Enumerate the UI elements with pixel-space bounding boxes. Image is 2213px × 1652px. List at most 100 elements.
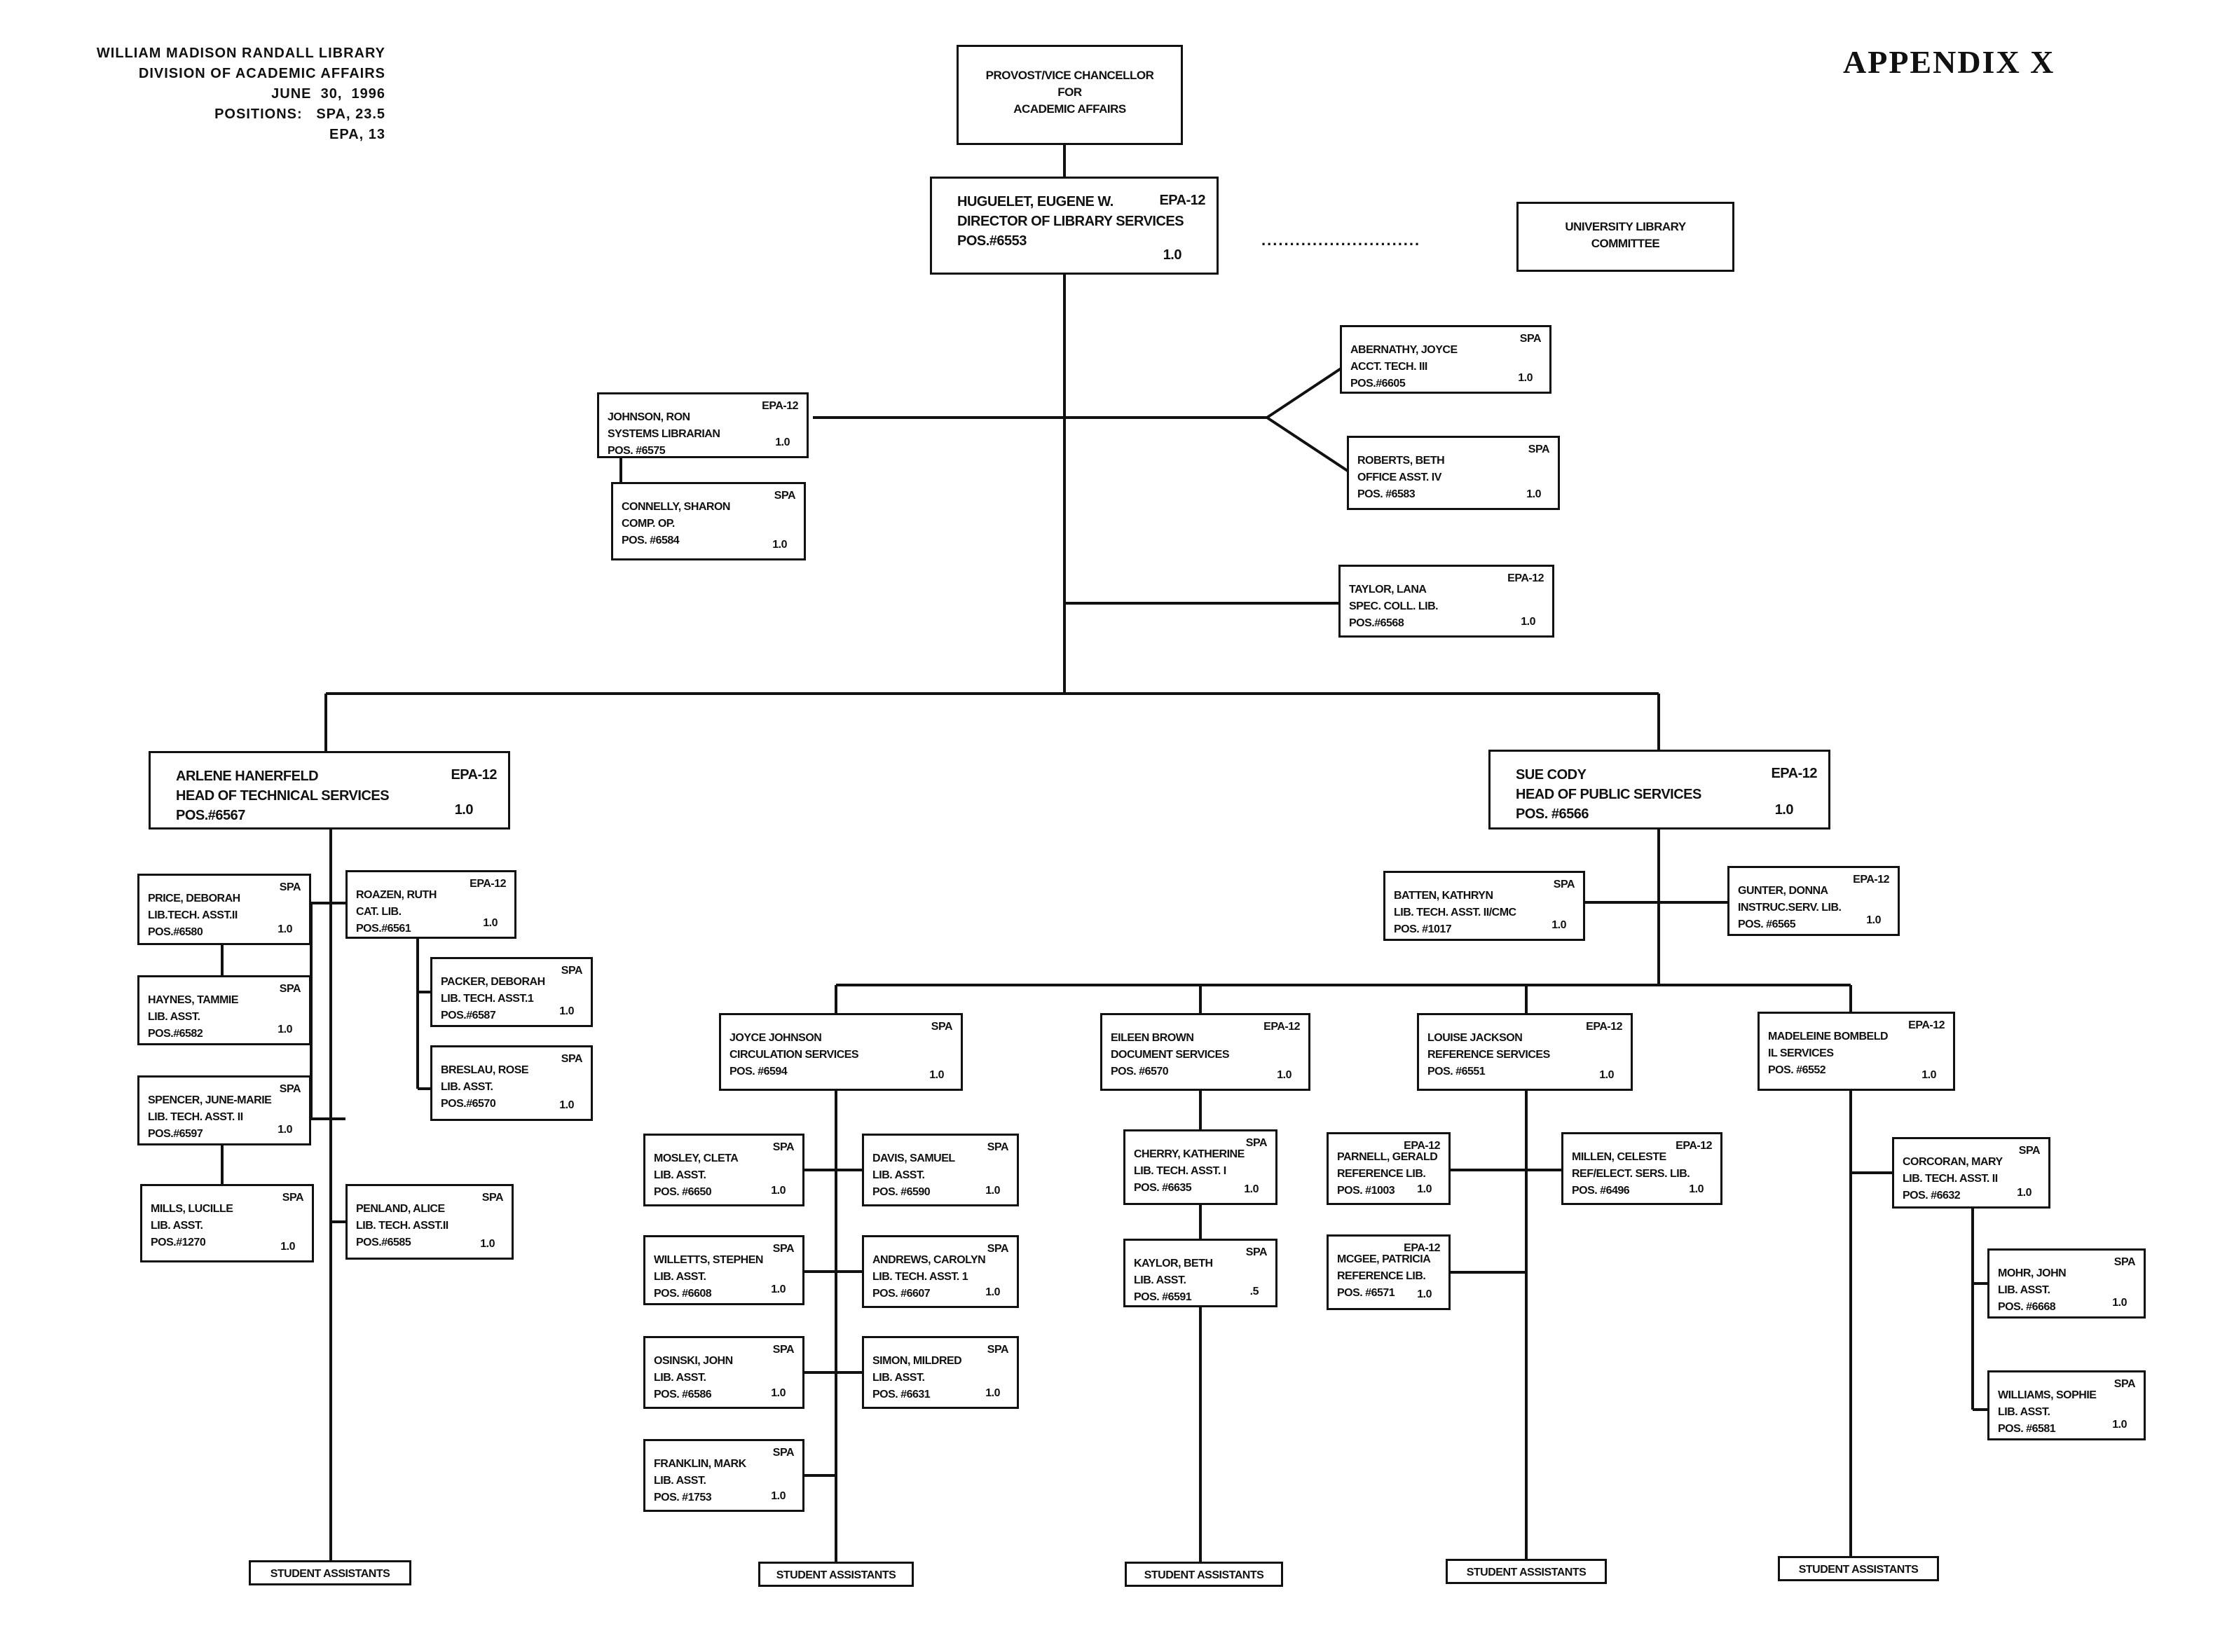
person-name: WILLETTS, STEPHEN: [654, 1254, 763, 1266]
student-assistants-circulation: STUDENT ASSISTANTS: [758, 1562, 914, 1587]
job-title: LIB. TECH. ASST. II/CMC: [1394, 907, 1516, 918]
job-title: INSTRUC.SERV. LIB.: [1738, 902, 1842, 914]
person-name: PRICE, DEBORAH: [148, 893, 240, 904]
person-name: WILLIAMS, SOPHIE: [1998, 1389, 2097, 1401]
fte-value: 1.0: [278, 1124, 292, 1136]
job-title: LIB. ASST.: [654, 1372, 706, 1384]
person-name: PENLAND, ALICE: [356, 1203, 445, 1215]
job-title: REFERENCE LIB.: [1337, 1270, 1426, 1282]
pay-grade: SPA: [987, 1141, 1009, 1153]
pay-grade: SPA: [772, 1344, 795, 1356]
fte-value: 1.0: [1518, 372, 1533, 384]
person-name: TAYLOR, LANA: [1349, 584, 1427, 596]
fte-value: 1.0: [1866, 914, 1881, 926]
provost-box: PROVOST/VICE CHANCELLOR FOR ACADEMIC AFF…: [957, 45, 1183, 145]
pay-grade: SPA: [279, 881, 301, 893]
job-title: SPEC. COLL. LIB.: [1349, 600, 1439, 612]
pay-grade: SPA: [772, 1243, 795, 1255]
fte-value: 1.0: [2112, 1297, 2127, 1309]
connector: [1266, 366, 1343, 419]
job-title: LIB. ASST.: [872, 1372, 925, 1384]
person-name: EILEEN BROWN: [1111, 1032, 1194, 1044]
job-title: ACCT. TECH. III: [1350, 361, 1427, 373]
student-assistants-ill: STUDENT ASSISTANTS: [1778, 1556, 1939, 1581]
fte-value: 1.0: [1526, 488, 1541, 500]
pay-grade: EPA-12: [1771, 766, 1817, 781]
position-number: POS.#6567: [176, 808, 245, 823]
person-name: SPENCER, JUNE-MARIE: [148, 1094, 272, 1106]
position-number: POS. #6668: [1998, 1301, 2056, 1313]
fte-value: 1.0: [1689, 1183, 1704, 1195]
position-number: POS.#6568: [1349, 617, 1404, 629]
person-name: SIMON, MILDRED: [872, 1355, 962, 1367]
pay-grade: EPA-12: [451, 767, 497, 783]
pay-grade: EPA-12: [1853, 874, 1889, 886]
connector: [1266, 416, 1349, 472]
position-number: POS. #6632: [1903, 1190, 1961, 1202]
job-title: LIB. ASST.: [872, 1169, 925, 1181]
person-name: MOHR, JOHN: [1998, 1267, 2067, 1279]
job-title: REF/ELECT. SERS. LIB.: [1572, 1168, 1690, 1180]
pay-grade: SPA: [279, 983, 301, 995]
chart-date: JUNE 30, 1996: [271, 86, 385, 102]
library-committee-box: UNIVERSITY LIBRARY COMMITTEE: [1516, 202, 1734, 272]
pay-grade: SPA: [1245, 1137, 1268, 1149]
fte-value: 1.0: [559, 1005, 574, 1017]
position-number: POS. #6583: [1357, 488, 1416, 500]
position-number: POS. #1003: [1337, 1185, 1395, 1197]
position-number: POS. #6566: [1516, 806, 1589, 822]
position-number: POS. #6575: [608, 445, 666, 457]
positions-spa: POSITIONS: SPA, 23.5: [214, 106, 385, 122]
box-line: COMMITTEE: [1591, 237, 1660, 250]
pay-grade: SPA: [561, 965, 583, 977]
person-name: BRESLAU, ROSE: [441, 1064, 529, 1076]
box-line: PROVOST/VICE CHANCELLOR: [985, 69, 1154, 82]
person-name: DAVIS, SAMUEL: [872, 1152, 955, 1164]
fte-value: 1.0: [1244, 1183, 1259, 1195]
student-assistants-label: STUDENT ASSISTANTS: [270, 1568, 390, 1580]
pay-grade: SPA: [987, 1344, 1009, 1356]
fte-value: 1.0: [1417, 1183, 1432, 1195]
fte-value: 1.0: [480, 1238, 495, 1250]
advisory-dotted-line: ............................: [1261, 231, 1421, 249]
job-title: HEAD OF PUBLIC SERVICES: [1516, 787, 1701, 802]
position-number: POS.#6587: [441, 1010, 496, 1021]
job-title: LIB. ASST.: [151, 1220, 203, 1232]
job-title: IL SERVICES: [1768, 1047, 1834, 1059]
pay-grade: SPA: [772, 1447, 795, 1459]
person-name: MILLS, LUCILLE: [151, 1203, 233, 1215]
job-title: OFFICE ASST. IV: [1357, 471, 1441, 483]
position-number: POS. #6635: [1134, 1182, 1192, 1194]
box-line: ACADEMIC AFFAIRS: [1013, 102, 1126, 116]
job-title: LIB.TECH. ASST.II: [148, 909, 238, 921]
org-header: WILLIAM MADISON RANDALL LIBRARY DIVISION…: [56, 43, 385, 145]
student-assistants-label: STUDENT ASSISTANTS: [1144, 1569, 1264, 1581]
person-name: PACKER, DEBORAH: [441, 976, 545, 988]
position-number: POS. #6608: [654, 1288, 712, 1300]
position-number: POS. #6584: [622, 535, 680, 546]
position-number: POS. #6571: [1337, 1287, 1395, 1299]
pay-grade: SPA: [1553, 879, 1575, 890]
job-title: SYSTEMS LIBRARIAN: [608, 428, 720, 440]
student-assistants-label: STUDENT ASSISTANTS: [776, 1569, 896, 1581]
job-title: LIB. TECH. ASST. 1: [872, 1271, 968, 1283]
pay-grade: EPA-12: [762, 400, 798, 412]
